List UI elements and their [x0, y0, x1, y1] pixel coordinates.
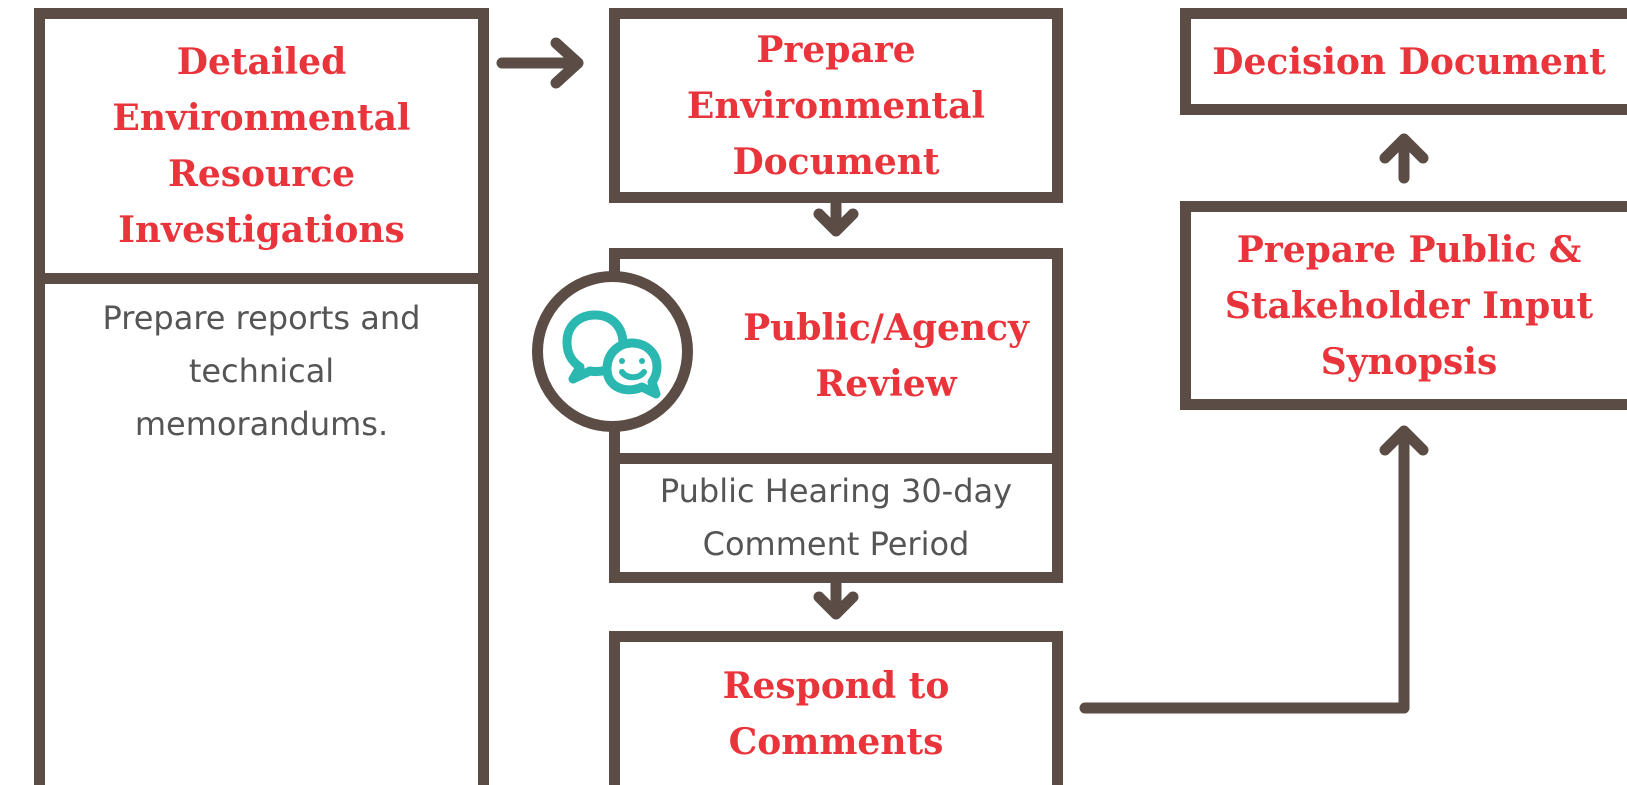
- respond-box: Respond to Comments: [609, 631, 1063, 785]
- arrow-up-connector: [1379, 133, 1429, 184]
- arrow-down-connector-2: [813, 577, 859, 620]
- respond-title: Respond to Comments: [722, 664, 950, 763]
- synopsis-box: Prepare Public & Stakeholder Input Synop…: [1180, 201, 1627, 410]
- investigations-body: Prepare reports and technical memorandum…: [102, 298, 421, 443]
- arrow-elbow-connector: [1079, 425, 1429, 714]
- prepare-env-doc-box: Prepare Environmental Document: [609, 8, 1063, 203]
- arrow-right-connector: [496, 37, 584, 89]
- review-divider: [620, 453, 1052, 464]
- prepare-env-doc-title: Prepare Environmental Document: [686, 28, 986, 183]
- investigations-divider: [45, 273, 478, 284]
- chat-bubbles-icon: [562, 310, 662, 399]
- investigations-title: Detailed Environmental Resource Investig…: [112, 41, 411, 251]
- review-icon-badge: [532, 271, 693, 432]
- investigations-box: Detailed Environmental Resource Investig…: [34, 8, 489, 785]
- review-title: Public/Agency Review: [743, 307, 1029, 405]
- synopsis-title: Prepare Public & Stakeholder Input Synop…: [1224, 228, 1594, 383]
- arrow-down-connector-1: [813, 197, 859, 237]
- review-box: Public/Agency Review Public Hearing 30-d…: [609, 248, 1063, 583]
- decision-title: Decision Document: [1212, 40, 1606, 83]
- decision-box: Decision Document: [1180, 8, 1627, 115]
- review-body: Public Hearing 30-day Comment Period: [659, 472, 1013, 563]
